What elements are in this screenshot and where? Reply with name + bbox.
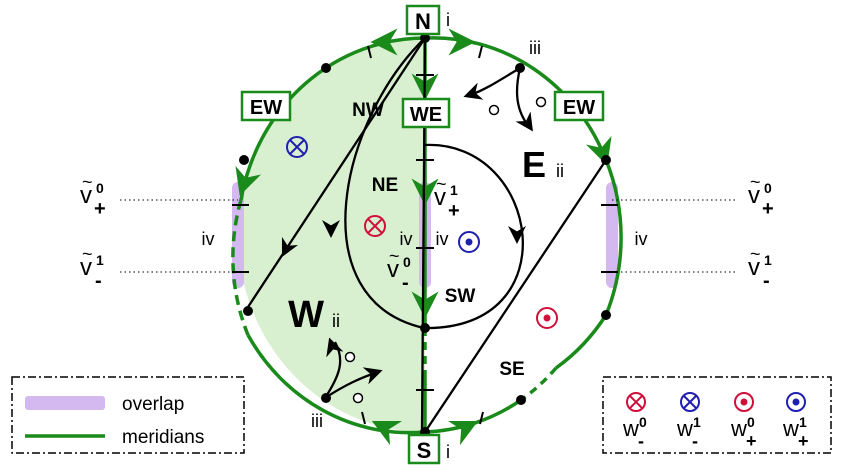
trajectory-arrows — [281, 82, 533, 385]
roman-iv-right: iv — [635, 229, 648, 249]
level-base: v — [80, 254, 92, 281]
box-EW-right-label: EW — [563, 97, 595, 119]
tilde: ~ — [750, 244, 761, 264]
legend-item-sign: - — [692, 431, 698, 451]
legend-item-base: w — [622, 416, 639, 441]
box-WE-label: WE — [410, 104, 442, 126]
tilde: ~ — [82, 172, 93, 192]
box-N: N — [405, 4, 441, 36]
level-base: v — [387, 256, 399, 283]
legend-item-base: w — [782, 416, 799, 441]
overlap-band-left — [232, 182, 244, 288]
level-sup: 1 — [96, 252, 104, 268]
legend-item-sign: + — [798, 431, 809, 451]
level-sign: - — [763, 270, 770, 292]
level-lines — [120, 199, 735, 273]
level-v-plus-0-right: ~ v 0 + — [748, 172, 774, 220]
level-sup: 0 — [403, 254, 411, 270]
level-sign: + — [762, 198, 774, 220]
otimes-symbol — [680, 392, 700, 412]
legend-meridians-label: meridians — [122, 427, 204, 448]
otimes-blue-symbol — [286, 136, 308, 158]
level-sign: - — [402, 272, 409, 294]
roman-N: i — [446, 10, 450, 30]
box-N-label: N — [415, 9, 431, 34]
level-sup: 1 — [764, 252, 772, 268]
roman-iv-center-right: iv — [436, 229, 449, 249]
level-v-minus-1-left: ~ v 1 - — [80, 244, 104, 292]
box-EW-left: EW — [240, 90, 292, 122]
odot-blue-symbol — [458, 231, 480, 253]
tilde: ~ — [82, 244, 93, 264]
region-SW: SW — [445, 286, 476, 307]
legend-overlap-label: overlap — [122, 394, 184, 415]
legend-item-base: w — [676, 416, 693, 441]
legend-item-sup: 1 — [693, 414, 701, 430]
legend-item-sup: 0 — [747, 414, 755, 430]
level-v-plus-1-center: ~ v 1 + — [434, 174, 460, 222]
level-base: v — [434, 184, 446, 211]
roman-S: i — [446, 442, 450, 462]
region-NE: NE — [372, 175, 398, 196]
level-sign: + — [94, 198, 106, 220]
region-E: E — [522, 144, 546, 185]
legend-item-sup: 0 — [639, 414, 647, 430]
level-sup: 1 — [450, 182, 458, 198]
level-sign: + — [448, 200, 460, 222]
region-W-roman: ii — [332, 311, 340, 331]
region-W: W — [288, 294, 324, 336]
level-base: v — [80, 182, 92, 209]
otimes-red-symbol — [364, 215, 386, 237]
overlap-band-right — [606, 182, 618, 288]
box-EW-left-label: EW — [250, 97, 282, 119]
legend-item-sup: 1 — [799, 414, 807, 430]
legend-item-sign: - — [638, 431, 644, 451]
region-E-roman: ii — [556, 161, 564, 181]
box-EW-right: EW — [553, 90, 605, 122]
level-sign: - — [95, 270, 102, 292]
legend-left: overlap meridians — [11, 376, 245, 454]
level-sup: 0 — [764, 180, 772, 196]
legend-item-base: w — [730, 416, 747, 441]
otimes-symbol — [626, 392, 646, 412]
tilde: ~ — [750, 172, 761, 192]
odot-symbol — [734, 392, 754, 412]
overlap-swatch — [25, 396, 105, 410]
level-base: v — [748, 182, 760, 209]
roman-iv-left: iv — [202, 229, 215, 249]
box-S-label: S — [417, 438, 432, 463]
region-NW: NW — [352, 100, 384, 121]
tilde: ~ — [389, 246, 400, 266]
region-SE: SE — [499, 359, 524, 380]
roman-iii-bottom: iii — [311, 411, 323, 431]
level-sup: 0 — [96, 180, 104, 196]
legend-item-sign: + — [746, 431, 757, 451]
odot-red-symbol — [536, 307, 558, 329]
roman-iii-top: iii — [529, 38, 541, 58]
box-WE: WE — [401, 97, 451, 129]
level-base: v — [748, 254, 760, 281]
tilde: ~ — [436, 174, 447, 194]
level-v-minus-1-right: ~ v 1 - — [748, 244, 772, 292]
odot-symbol — [786, 392, 806, 412]
roman-iv-center-left: iv — [400, 229, 413, 249]
open-circles — [344, 96, 547, 404]
level-v-plus-0-left: ~ v 0 + — [80, 172, 106, 220]
level-v-minus-0-center: ~ v 0 - — [387, 246, 411, 294]
box-S: S — [407, 433, 441, 465]
